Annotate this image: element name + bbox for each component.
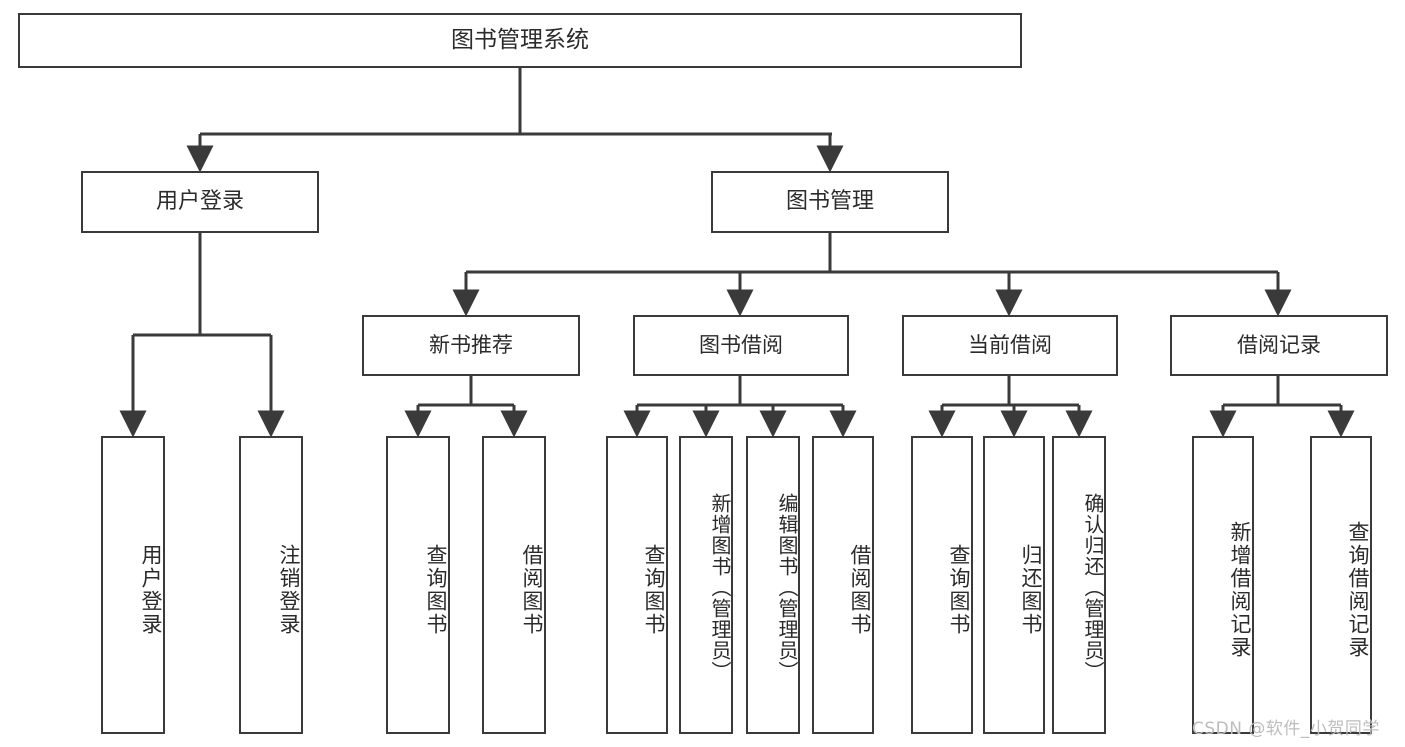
node-book-management[interactable]: 图书管理 <box>711 171 949 233</box>
node-user-login[interactable]: 用户登录 <box>81 171 319 233</box>
node-leaf-add-borrow-record[interactable]: 新增借阅记录 <box>1192 436 1254 734</box>
node-leaf-borrow-book[interactable]: 借阅图书 <box>812 436 874 734</box>
node-new-book-recommend[interactable]: 新书推荐 <box>362 315 580 376</box>
node-borrow-record[interactable]: 借阅记录 <box>1170 315 1388 376</box>
node-leaf-user-login[interactable]: 用户登录 <box>101 436 165 734</box>
node-leaf-query-book-borrow[interactable]: 查询图书 <box>606 436 668 734</box>
node-leaf-query-book-current[interactable]: 查询图书 <box>911 436 973 734</box>
node-leaf-borrow-book-recommend[interactable]: 借阅图书 <box>482 436 546 734</box>
node-root[interactable]: 图书管理系统 <box>18 13 1022 68</box>
csdn-watermark: CSDN @软件_小贺同学 <box>1192 719 1380 739</box>
node-leaf-query-borrow-record[interactable]: 查询借阅记录 <box>1310 436 1372 734</box>
node-leaf-return-book[interactable]: 归还图书 <box>983 436 1045 734</box>
node-leaf-edit-book[interactable]: 编辑图书（管理员） <box>746 436 800 734</box>
node-leaf-add-book[interactable]: 新增图书（管理员） <box>679 436 733 734</box>
node-leaf-confirm-return[interactable]: 确认归还（管理员） <box>1052 436 1106 734</box>
node-leaf-logout-login[interactable]: 注销登录 <box>239 436 303 734</box>
node-leaf-query-book-recommend[interactable]: 查询图书 <box>386 436 450 734</box>
node-current-borrow[interactable]: 当前借阅 <box>902 315 1118 376</box>
node-book-borrow[interactable]: 图书借阅 <box>633 315 849 376</box>
